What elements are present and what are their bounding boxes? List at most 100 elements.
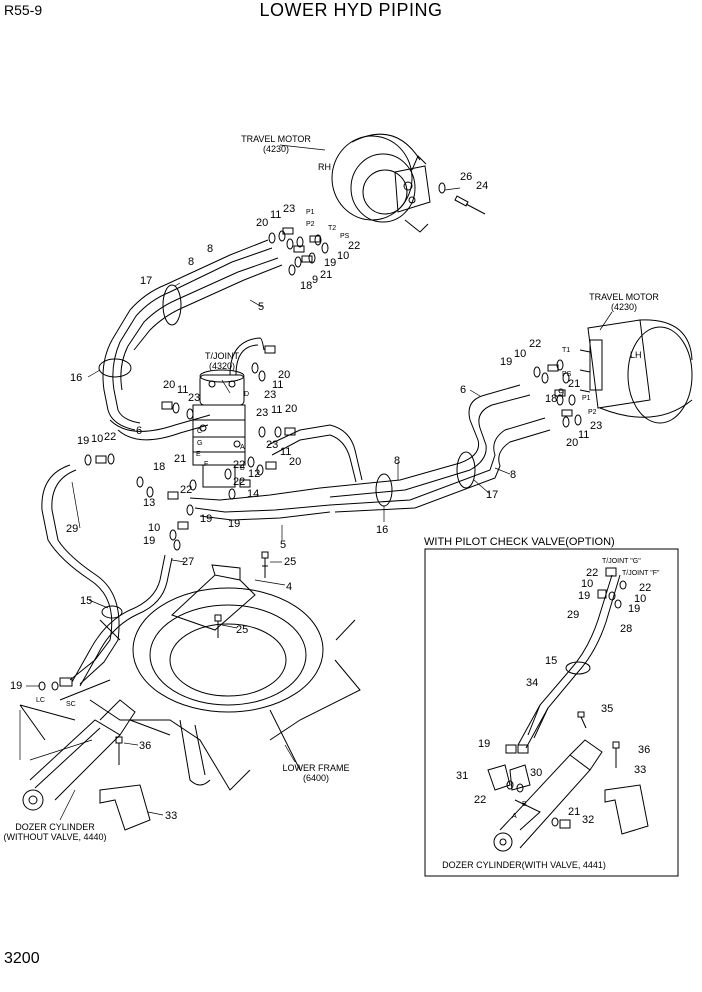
callout-32: 32 [582, 814, 594, 826]
label-tjoint: T/JOINT [205, 351, 239, 361]
port-a: A [512, 813, 517, 820]
callout-19: 19 [578, 590, 590, 602]
callout-numbers: 26 24 20 11 23 22 10 19 18 9 21 8 8 17 5… [10, 171, 651, 826]
port-t1-lh: T1 [562, 347, 570, 354]
tjoint-port-c: C [197, 428, 202, 435]
hose-bundle-lh-to-center [189, 384, 551, 521]
label-tjoint-f: T/JOINT "F" [622, 570, 660, 577]
callout-18: 18 [300, 280, 312, 292]
port-ps-rh: PS [340, 233, 350, 240]
callout-10: 10 [581, 578, 593, 590]
tjoint-port-e: E [196, 451, 201, 458]
clamp-16-upper [98, 358, 132, 378]
callout-22: 22 [233, 476, 245, 488]
callout-15: 15 [80, 595, 92, 607]
callout-10: 10 [514, 348, 526, 360]
callout-10: 10 [634, 593, 646, 605]
option-bolt-35 [577, 711, 587, 729]
bolt-25-mid [214, 614, 222, 638]
callout-16: 16 [376, 524, 388, 536]
callout-21: 21 [174, 453, 186, 465]
callout-11: 11 [280, 446, 291, 458]
callout-17: 17 [140, 275, 152, 287]
callout-19: 19 [324, 257, 336, 269]
callout-8: 8 [207, 243, 213, 255]
callout-21: 21 [568, 806, 580, 818]
callout-11: 11 [578, 429, 589, 441]
clamp-17-lower [456, 451, 476, 489]
label-dozer-cylinder-valve: DOZER CYLINDER(WITH VALVE, 4441) [442, 860, 606, 870]
label-tjoint-code: (4320) [209, 361, 235, 371]
option-hoses [517, 574, 621, 749]
callout-19: 19 [10, 680, 22, 692]
callout-23: 23 [283, 203, 295, 215]
port-b: B [522, 801, 527, 808]
hose-bundle-rh-to-left [102, 239, 283, 441]
callout-11: 11 [270, 209, 281, 221]
callout-8: 8 [188, 256, 194, 268]
label-rh: RH [318, 162, 331, 172]
callout-9: 9 [558, 387, 564, 399]
callout-19: 19 [143, 535, 155, 547]
callout-5: 5 [258, 301, 264, 313]
callout-21: 21 [320, 269, 332, 281]
callout-27: 27 [182, 556, 194, 568]
callout-23: 23 [590, 420, 602, 432]
clamp-17-upper [162, 284, 182, 326]
callout-31: 31 [456, 770, 468, 782]
callout-11: 11 [271, 404, 282, 416]
label-lh: LH [630, 350, 642, 360]
callout-17: 17 [486, 489, 498, 501]
washer-26 [438, 182, 446, 194]
callout-20: 20 [285, 403, 297, 415]
callout-12: 12 [248, 468, 260, 480]
hose-tjoint-top-b [235, 344, 259, 376]
callout-19: 19 [628, 603, 640, 615]
model-label: R55-9 [4, 2, 43, 18]
label-tjoint-g: T/JOINT "G" [602, 558, 641, 565]
callout-19: 19 [478, 738, 490, 750]
callout-30: 30 [530, 767, 542, 779]
callout-22: 22 [586, 567, 598, 579]
option-bracket-33 [604, 784, 649, 835]
lower-frame [59, 587, 361, 791]
port-ps-lh: PS [562, 371, 572, 378]
callout-29: 29 [66, 523, 78, 535]
port-p1-rh: P1 [306, 209, 315, 216]
orings-tjoint [84, 345, 296, 551]
tjoint-port-b: B [240, 465, 245, 472]
callout-6: 6 [460, 384, 466, 396]
label-dozer-cylinder-code: (WITHOUT VALVE, 4440) [3, 832, 106, 842]
callout-20: 20 [163, 379, 175, 391]
callout-22: 22 [233, 459, 245, 471]
travel-motor-rh [331, 133, 431, 233]
callout-23: 23 [256, 407, 268, 419]
callout-19: 19 [228, 518, 240, 530]
callout-26: 26 [460, 171, 472, 183]
option-fittings [505, 567, 627, 829]
callout-22: 22 [529, 338, 541, 350]
hose-tjoint-top [229, 337, 265, 376]
port-lc: LC [36, 697, 45, 704]
callout-25: 25 [236, 624, 248, 636]
callout-19: 19 [77, 435, 89, 447]
travel-motor-lh [579, 319, 693, 424]
callout-4: 4 [286, 581, 292, 593]
clamp-15 [101, 605, 123, 619]
callout-33: 33 [634, 764, 646, 776]
option-frame [424, 548, 679, 877]
bracket-33 [99, 784, 151, 831]
callout-20: 20 [256, 217, 268, 229]
callout-19: 19 [500, 356, 512, 368]
callout-36: 36 [139, 740, 151, 752]
port-p2-lh: P2 [588, 409, 597, 416]
orings-lh [533, 359, 582, 428]
callout-18: 18 [153, 461, 165, 473]
callout-22: 22 [474, 794, 486, 806]
label-travel-motor-rh: TRAVEL MOTOR [241, 134, 311, 144]
port-sc: SC [66, 701, 76, 708]
center-swivel-joint [192, 369, 246, 488]
callout-22: 22 [180, 484, 192, 496]
label-option-title: WITH PILOT CHECK VALVE(OPTION) [424, 536, 615, 548]
